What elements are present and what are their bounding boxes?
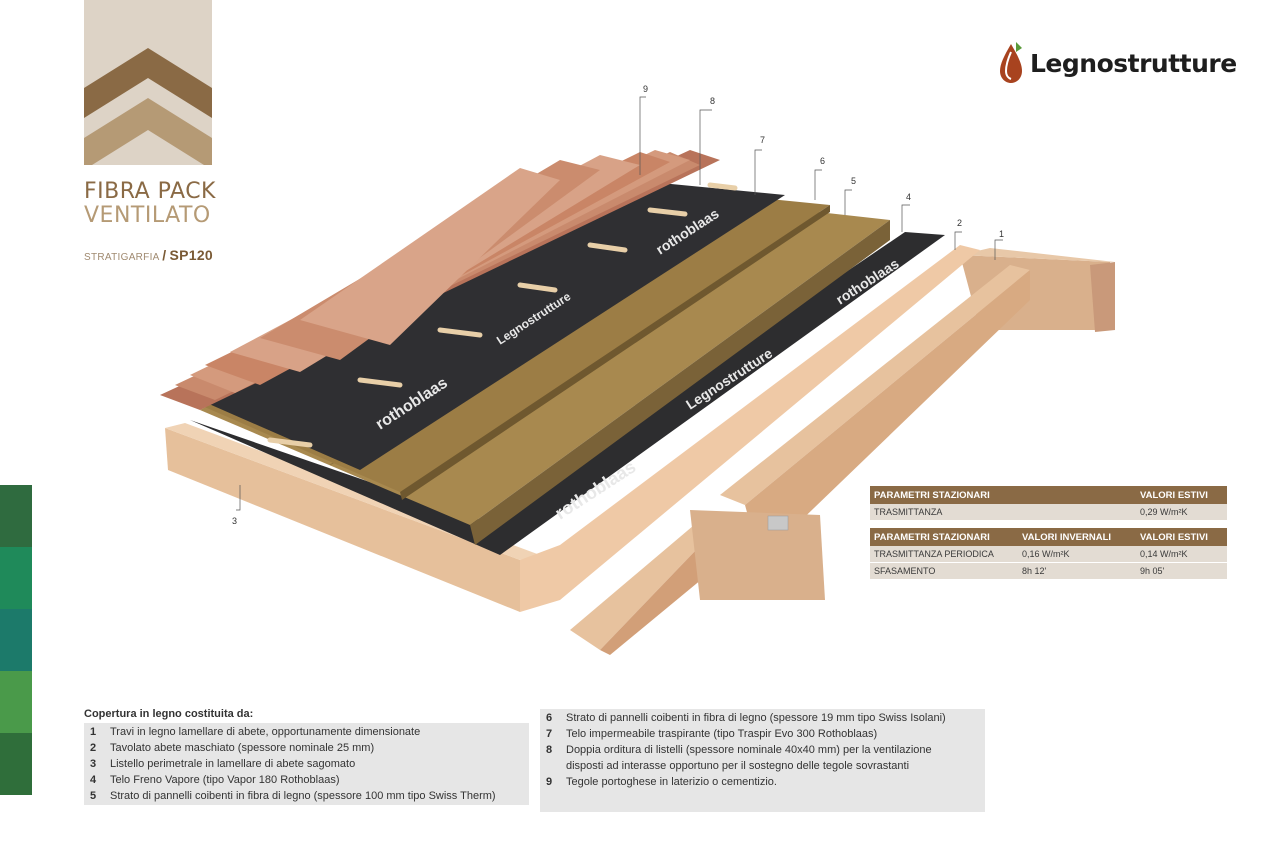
callout-1: 1 xyxy=(999,229,1004,239)
brand-logo: Legnostrutture xyxy=(998,42,1237,84)
legend-num: 3 xyxy=(90,758,97,770)
leaf-drop-icon xyxy=(1000,42,1022,83)
list-item: disposti ad interasse opportuno per il s… xyxy=(546,758,979,774)
list-item: 2 Tavolato abete maschiato (spessore nomi… xyxy=(90,740,523,756)
table-row: TRASMITTANZA 0,29 W/m²K xyxy=(870,504,1227,521)
legend-num: 2 xyxy=(90,742,97,754)
t2-cell: TRASMITTANZA PERIODICA xyxy=(870,546,1018,563)
legend-text: Travi in legno lamellare di abete, oppor… xyxy=(110,726,421,738)
legend-left: Copertura in legno costituita da: 1 Travi… xyxy=(84,706,529,805)
legend-num: 1 xyxy=(90,726,97,738)
list-item: 3 Listello perimetrale in lamellare di ab… xyxy=(90,756,523,772)
callout-7: 7 xyxy=(760,135,765,145)
legend-num: 7 xyxy=(546,728,553,740)
t2-cell: 8h 12' xyxy=(1018,562,1136,580)
t2-cell: 0,16 W/m²K xyxy=(1018,546,1136,563)
list-item: 6 Strato di pannelli coibenti in fibra di… xyxy=(546,710,979,726)
t1-cell: TRASMITTANZA xyxy=(870,504,1018,521)
list-item: 7 Telo impermeabile traspirante (tipo Tra… xyxy=(546,726,979,742)
legend-num: 6 xyxy=(546,712,553,724)
t2-header-winter: VALORI INVERNALI xyxy=(1018,528,1136,546)
title-line2: VENTILATO xyxy=(84,203,211,228)
t2-header-param: PARAMETRI STAZIONARI xyxy=(870,528,1018,546)
table-row: SFASAMENTO 8h 12' 9h 05' xyxy=(870,562,1227,580)
legend-text: Doppia orditura di listelli (spessore no… xyxy=(566,744,932,756)
battens xyxy=(267,182,738,448)
stationary-parameters-table: PARAMETRI STAZIONARI VALORI ESTIVI TRASM… xyxy=(870,486,1227,521)
brand-name: Legnostrutture xyxy=(1030,48,1237,78)
callout-2: 2 xyxy=(957,218,962,228)
legend-num: 9 xyxy=(546,776,553,788)
legend-box-left: 1 Travi in legno lamellare di abete, oppo… xyxy=(84,723,529,805)
list-item: 8 Doppia orditura di listelli (spessore n… xyxy=(546,742,979,758)
subtitle-code: SP120 xyxy=(169,247,214,263)
green-side-strip xyxy=(0,485,32,795)
t1-cell: 0,29 W/m²K xyxy=(1136,504,1227,521)
subtitle: STRATIGARFIA / SP120 xyxy=(84,247,213,263)
subtitle-separator: / xyxy=(162,247,167,263)
t1-cell xyxy=(1018,504,1136,521)
t2-cell: 9h 05' xyxy=(1136,562,1227,580)
title-line1: FIBRA PACK xyxy=(84,179,216,204)
legend-num: 5 xyxy=(90,790,97,802)
list-item: 1 Travi in legno lamellare di abete, oppo… xyxy=(90,724,523,740)
t2-cell: SFASAMENTO xyxy=(870,562,1018,580)
callout-3: 3 xyxy=(232,516,237,526)
rafters xyxy=(570,265,1030,655)
callout-4: 4 xyxy=(906,192,911,202)
callout-8: 8 xyxy=(710,96,715,106)
legend-num: 8 xyxy=(546,744,553,756)
t2-cell: 0,14 W/m²K xyxy=(1136,546,1227,563)
legend-text: Tegole portoghese in laterizio o cementi… xyxy=(566,776,777,788)
legend-right: 6 Strato di pannelli coibenti in fibra di… xyxy=(540,709,985,812)
legend-title: Copertura in legno costituita da: xyxy=(84,708,254,720)
periodic-parameters-table: PARAMETRI STAZIONARI VALORI INVERNALI VA… xyxy=(870,528,1227,580)
chevron-icon xyxy=(84,48,212,165)
legend-text: Strato di pannelli coibenti in fibra di … xyxy=(566,712,946,724)
legend-text: Telo Freno Vapore (tipo Vapor 180 Rothob… xyxy=(110,774,340,786)
legend-box-right: 6 Strato di pannelli coibenti in fibra di… xyxy=(540,709,985,812)
legend-text: Telo impermeabile traspirante (tipo Tras… xyxy=(566,728,878,740)
legend-text: Strato di pannelli coibenti in fibra di … xyxy=(110,790,496,802)
t1-header-empty xyxy=(1018,486,1136,504)
legend-text: Tavolato abete maschiato (spessore nomin… xyxy=(110,742,375,754)
callout-5: 5 xyxy=(851,176,856,186)
chevron-logo-block xyxy=(84,0,212,165)
t2-header-summer: VALORI ESTIVI xyxy=(1136,528,1227,546)
table-row: TRASMITTANZA PERIODICA 0,16 W/m²K 0,14 W… xyxy=(870,546,1227,563)
legend-text: Listello perimetrale in lamellare di abe… xyxy=(110,758,356,770)
page-title: FIBRA PACK VENTILATO xyxy=(84,180,216,228)
legend-num xyxy=(546,758,566,774)
list-item: 4 Telo Freno Vapore (tipo Vapor 180 Rotho… xyxy=(90,772,523,788)
legend-text: disposti ad interasse opportuno per il s… xyxy=(566,760,910,772)
t1-header-summer: VALORI ESTIVI xyxy=(1136,486,1227,504)
callout-6: 6 xyxy=(820,156,825,166)
callout-9: 9 xyxy=(643,84,648,94)
callouts xyxy=(236,96,1003,511)
legend-num: 4 xyxy=(90,774,97,786)
roof-stratigraphy-illustration: rothoblaas rothoblaas Legnostrutture rot… xyxy=(160,84,1115,655)
list-item: 9 Tegole portoghese in laterizio o cement… xyxy=(546,774,979,790)
roof-tiles xyxy=(160,150,720,410)
list-item: 5 Strato di pannelli coibenti in fibra di… xyxy=(90,788,523,804)
t1-header-param: PARAMETRI STAZIONARI xyxy=(870,486,1018,504)
subtitle-prefix: STRATIGARFIA xyxy=(84,252,160,263)
